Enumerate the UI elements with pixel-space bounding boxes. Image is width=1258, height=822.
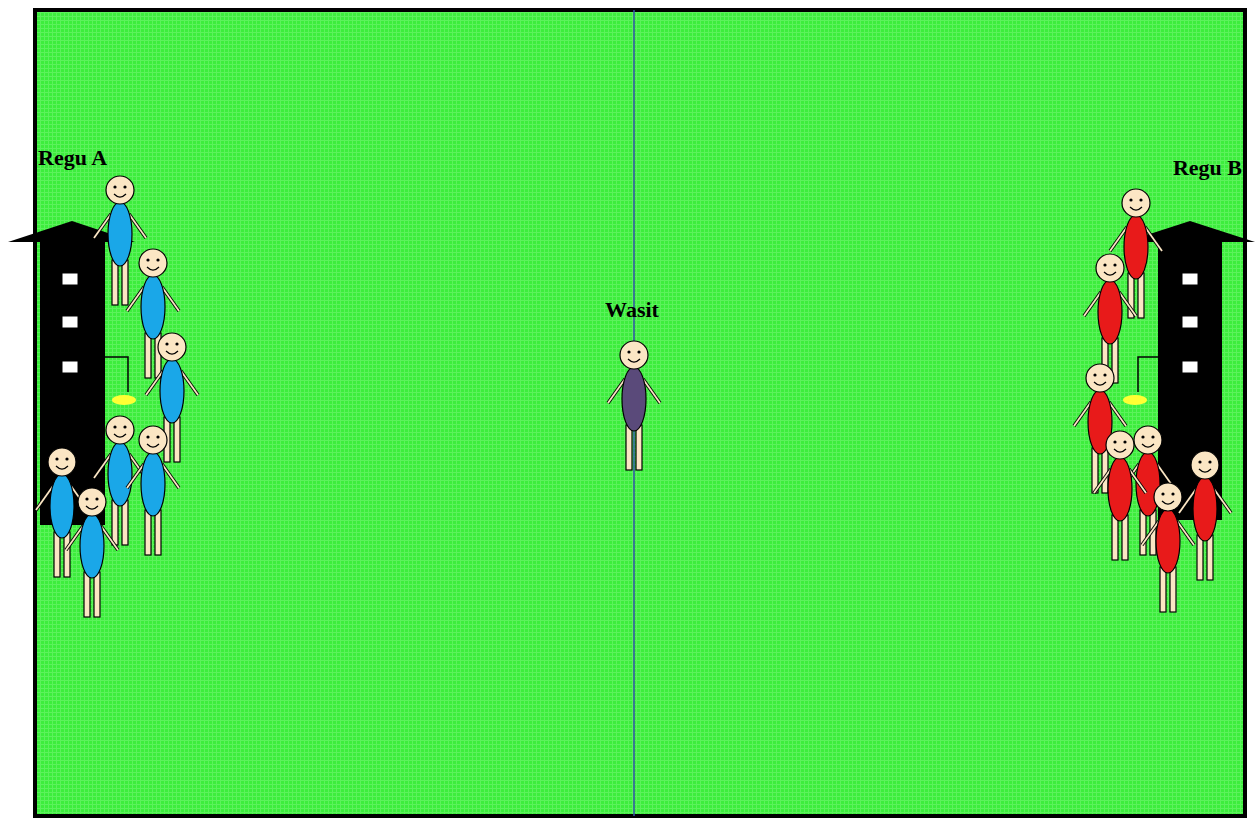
playing-field xyxy=(35,10,1245,816)
team-label: Regu B xyxy=(1173,156,1242,180)
team-b-players xyxy=(1074,189,1231,612)
team-label: Regu A xyxy=(38,146,107,170)
team-a-players xyxy=(36,176,198,617)
referee xyxy=(608,341,660,470)
referee-label: Wasit xyxy=(605,298,659,322)
